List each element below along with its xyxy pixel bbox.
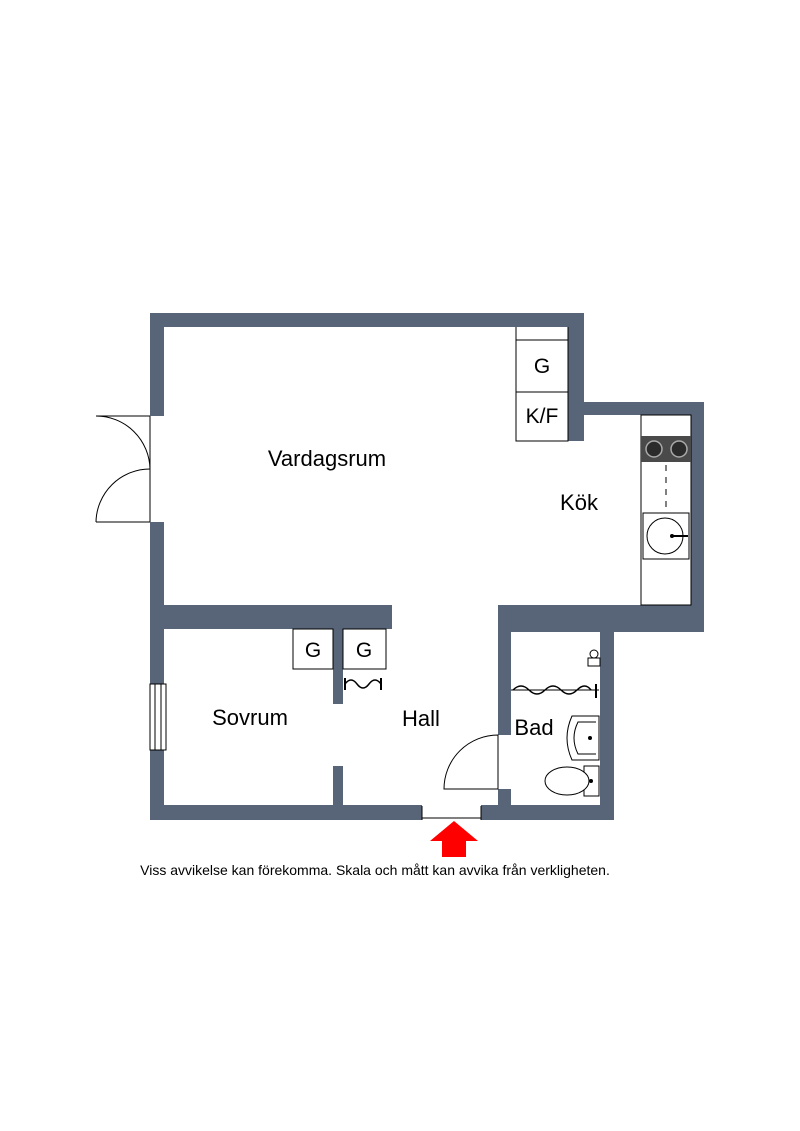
wardrobe-living [515,327,569,393]
stove-icon [641,436,691,462]
shower-head-icon [587,649,601,667]
wardrobe-hall-1-label: G [305,639,321,662]
fridge-freezer-label: K/F [526,405,559,428]
balcony-doors [95,415,151,523]
interior-walls [164,605,511,809]
bathroom-door [443,734,499,790]
shower-curtain-icon [511,684,599,698]
outer-walls [150,313,704,820]
kitchen-sink-icon [642,512,690,560]
entrance-door [421,806,482,820]
fridge-freezer [515,391,569,442]
room-label-hall: Hall [402,706,440,731]
wardrobe-living-label: G [534,355,550,378]
wardrobe-hall-2-label: G [356,639,372,662]
room-label-kok: Kök [560,490,599,515]
disclaimer-text: Viss avvikelse kan förekomma. Skala och … [140,862,610,878]
room-label-bad: Bad [514,715,553,740]
hanger-rod-icon [344,678,382,690]
bathroom-sink-icon [566,715,600,761]
room-label-vardagsrum: Vardagsrum [268,446,386,471]
wardrobe-hall-1 [292,628,334,670]
room-label-sovrum: Sovrum [212,705,288,730]
toilet-icon [544,765,600,797]
wardrobe-hall-2 [342,628,387,670]
bedroom-window [149,683,167,751]
entrance-arrow-icon [430,821,478,857]
